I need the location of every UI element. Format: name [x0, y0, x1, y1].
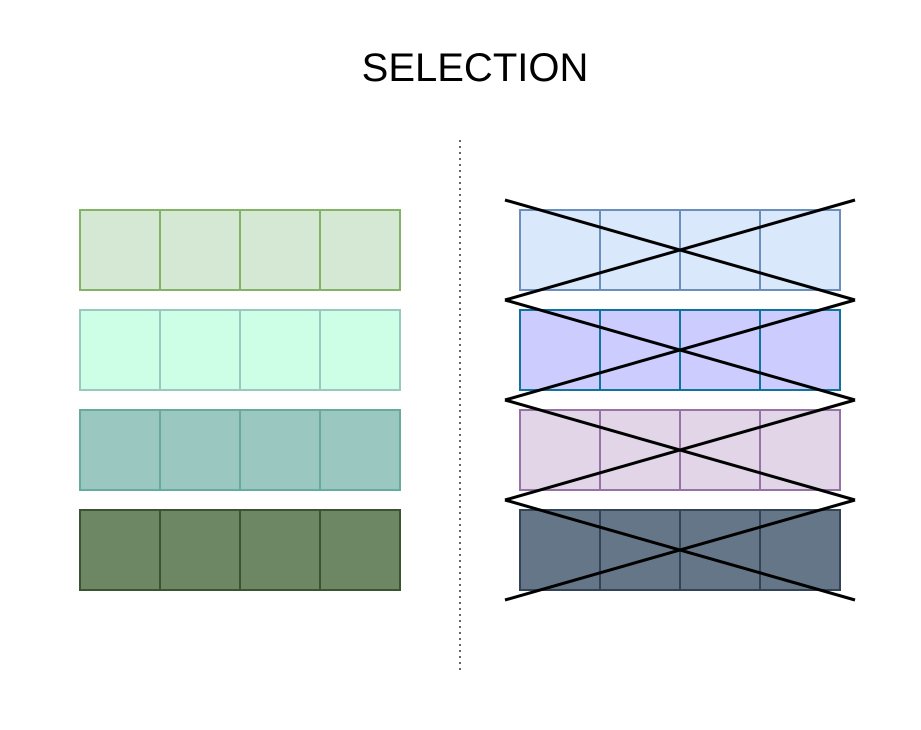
kept-strip-cell	[159, 309, 241, 391]
cross-mark	[504, 398, 856, 502]
kept-strip	[79, 509, 401, 591]
kept-strip	[79, 309, 401, 391]
cross-line	[504, 498, 856, 602]
rejected-strip-cell	[519, 509, 601, 591]
rejected-strip-cell	[519, 409, 601, 491]
rejected-strip-cell	[759, 209, 841, 291]
kept-strip-cell	[319, 309, 401, 391]
kept-strip	[79, 409, 401, 491]
kept-strip-cell	[239, 309, 321, 391]
kept-strip-cell	[319, 409, 401, 491]
rejected-strip-cell	[759, 309, 841, 391]
rejected-strip-cell	[679, 309, 761, 391]
rejected-strip-cell	[679, 509, 761, 591]
rejected-strip	[519, 309, 841, 391]
rejected-strip-cell	[759, 509, 841, 591]
kept-strip-cell	[159, 209, 241, 291]
cross-line	[504, 398, 856, 502]
kept-strip-cell	[239, 409, 321, 491]
kept-strip-cell	[319, 509, 401, 591]
rejected-strip-cell	[599, 509, 681, 591]
rejection-crosses	[504, 198, 856, 602]
rejected-strip-cell	[599, 409, 681, 491]
rejected-strips	[519, 209, 841, 591]
cross-line	[504, 198, 856, 302]
kept-strip-cell	[159, 509, 241, 591]
rejected-strip-cell	[599, 309, 681, 391]
rejected-strip-cell	[519, 309, 601, 391]
kept-strip-cell	[239, 509, 321, 591]
kept-strip-cell	[159, 409, 241, 491]
diagram-title: SELECTION	[362, 46, 589, 90]
rejected-strip-cell	[759, 409, 841, 491]
rejected-strip-cell	[599, 209, 681, 291]
cross-mark	[504, 498, 856, 602]
kept-strip-cell	[319, 209, 401, 291]
rejected-strip-cell	[679, 409, 761, 491]
cross-mark	[504, 198, 856, 302]
cross-mark	[504, 298, 856, 402]
kept-strip-cell	[239, 209, 321, 291]
kept-strip-cell	[79, 309, 161, 391]
kept-strip-cell	[79, 209, 161, 291]
rejected-strip-cell	[519, 209, 601, 291]
kept-strip	[79, 209, 401, 291]
kept-strip-cell	[79, 509, 161, 591]
kept-strips	[79, 209, 401, 591]
rejected-strip-cell	[679, 209, 761, 291]
kept-strip-cell	[79, 409, 161, 491]
cross-line	[504, 298, 856, 402]
